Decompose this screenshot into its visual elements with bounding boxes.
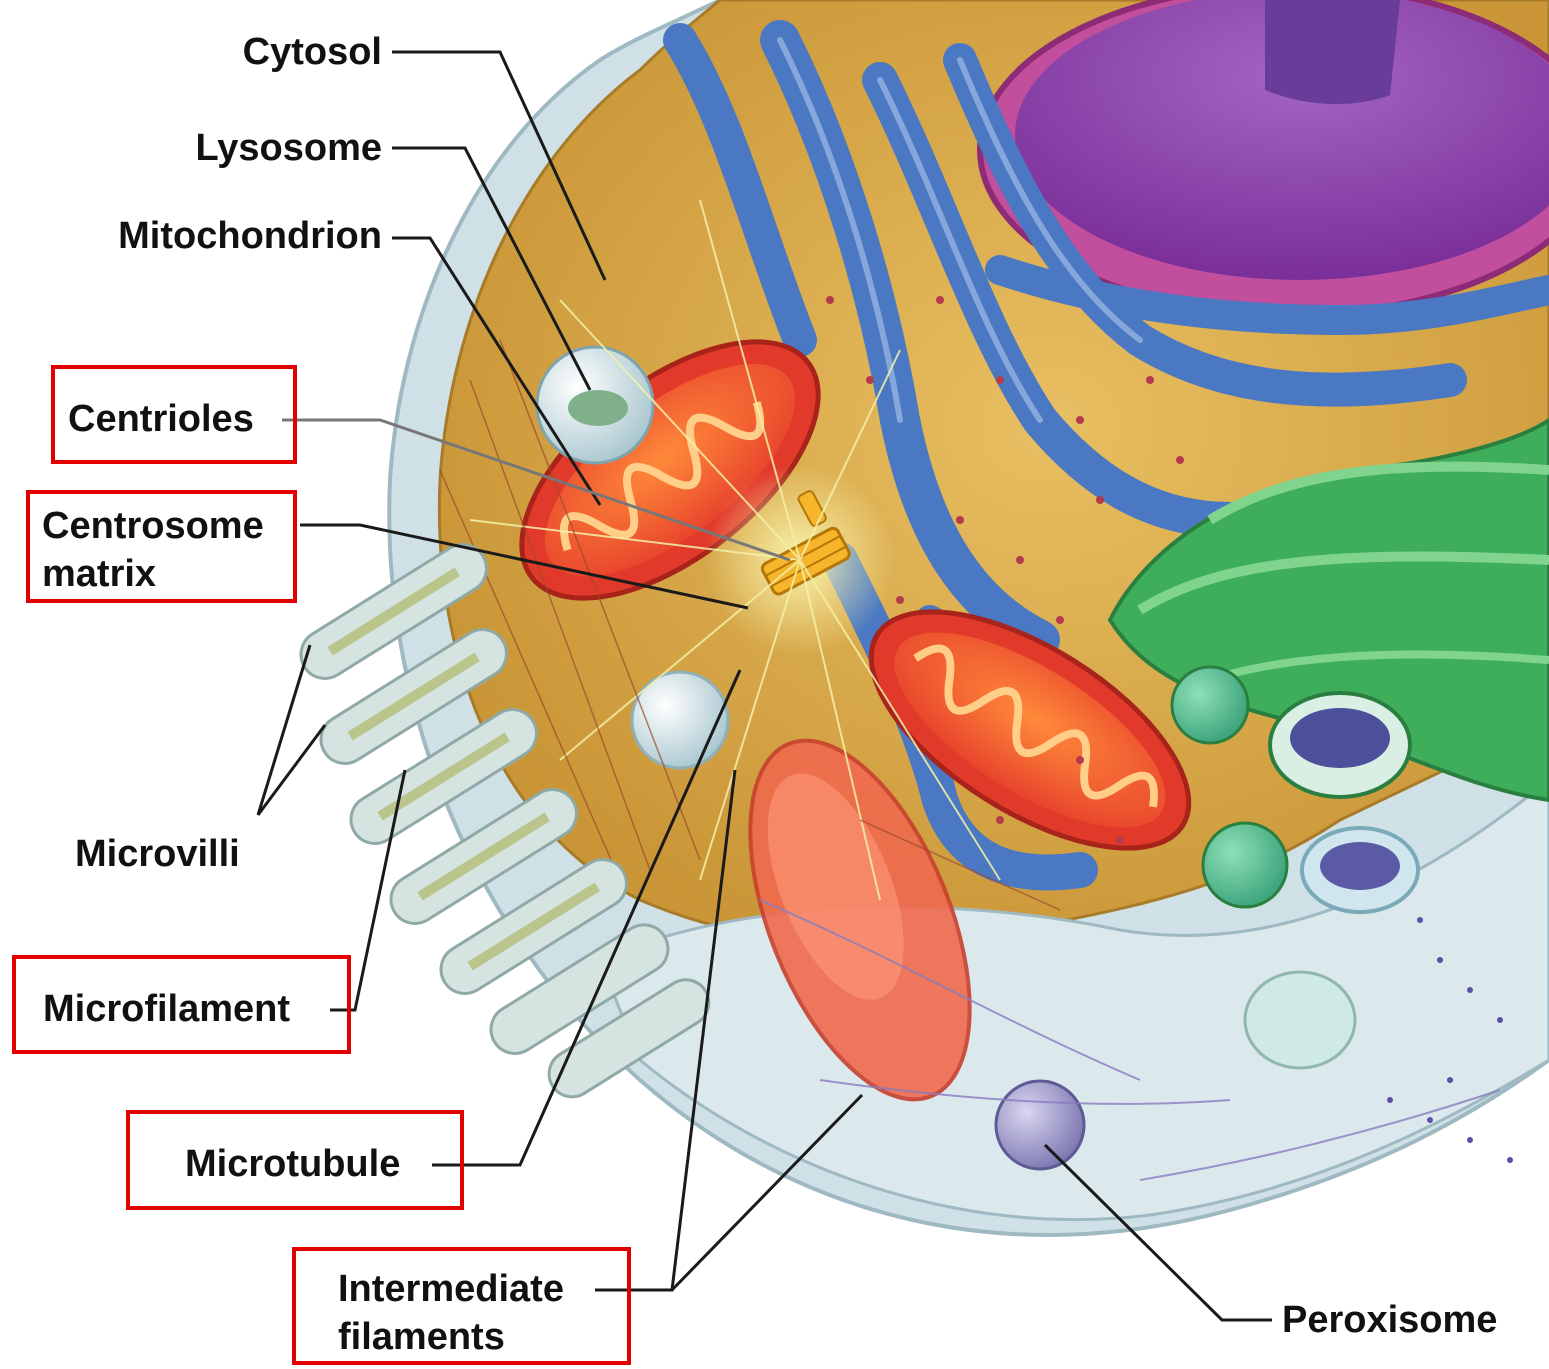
- vesicle-lower: [1245, 972, 1355, 1068]
- centrioles-label: Centrioles: [68, 395, 254, 443]
- lysosome: [537, 347, 653, 463]
- microfilament-label: Microfilament: [43, 985, 290, 1033]
- cytosol-label: Cytosol: [200, 28, 382, 76]
- intermediate-label-line2: filaments: [338, 1313, 505, 1361]
- nucleolus: [1265, 0, 1400, 104]
- mitochondrion-label: Mitochondrion: [80, 212, 382, 260]
- centrosome-label-line2: matrix: [42, 550, 156, 598]
- lysosome-label: Lysosome: [150, 124, 382, 172]
- intermediate-label-line1: Intermediate: [338, 1265, 564, 1313]
- peroxisome-label: Peroxisome: [1282, 1296, 1497, 1344]
- peroxisome: [996, 1081, 1084, 1169]
- centrosome-label-line1: Centrosome: [42, 502, 264, 550]
- microtubule-label: Microtubule: [185, 1140, 400, 1188]
- microvilli-label: Microvilli: [75, 830, 240, 878]
